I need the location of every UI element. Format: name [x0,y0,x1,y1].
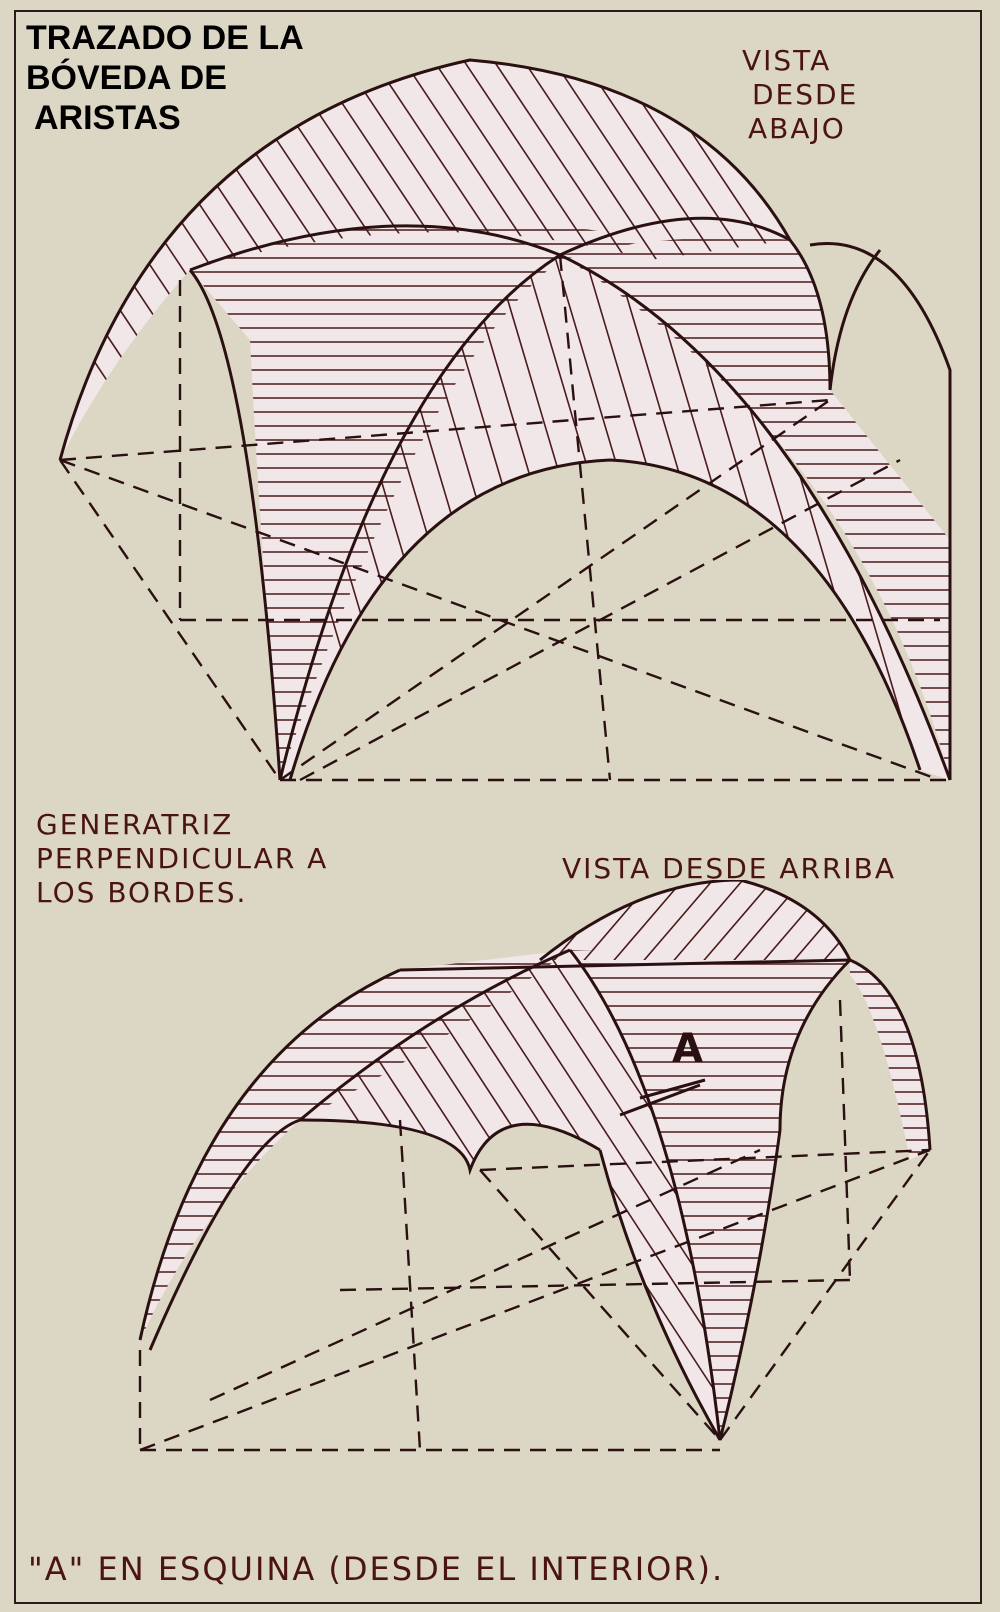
title-line-1: TRAZADO DE LA [26,19,304,57]
label-vista-abajo-line-1: VISTA [742,44,832,77]
plan-construction-lines-top [138,999,931,1452]
label-generatriz-line-2: PERPENDICULAR A [36,842,329,875]
vault-outlines-top [138,880,932,1441]
title-line-2: BÓVEDA DE [26,59,227,97]
vault-bottom-view-drawing [58,58,952,782]
vault-panels-top [140,880,930,1440]
plan-construction-lines [59,254,950,782]
page-title: TRAZADO DE LA BÓVEDA DE ARISTAS [26,18,304,138]
label-generatriz-line-1: GENERATRIZ [36,808,234,841]
drawing-frame [14,10,982,1604]
label-vista-desde-abajo: VISTA DESDE ABAJO [742,44,858,146]
label-generatriz: GENERATRIZ PERPENDICULAR A LOS BORDES. [36,808,328,910]
marker-a: A [619,1026,706,1117]
label-generatriz-line-3: LOS BORDES. [36,876,248,909]
vault-top-view-drawing: A [138,880,932,1452]
caption-a-en-esquina: "A" EN ESQUINA (DESDE EL INTERIOR). [28,1550,725,1588]
label-vista-abajo-line-3: ABAJO [748,112,846,145]
label-vista-abajo-line-2: DESDE [752,78,859,111]
marker-a-letter: A [672,1026,703,1072]
marker-a-arrow [619,1078,706,1117]
title-line-3: ARISTAS [34,99,181,137]
vault-panels [60,60,950,781]
